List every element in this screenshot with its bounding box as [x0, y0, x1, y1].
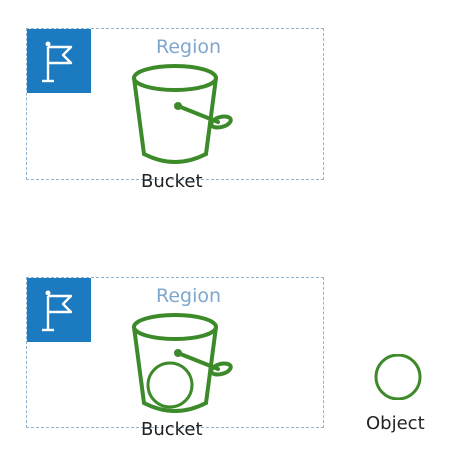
region-boundary-bottom: [26, 277, 324, 428]
bucket-icon: [132, 313, 233, 413]
region-badge-bottom: [27, 278, 91, 342]
bucket-label-top: Bucket: [141, 171, 203, 192]
region-badge-top: [27, 29, 91, 93]
bucket-label-bottom: Bucket: [141, 419, 203, 440]
flag-icon: [42, 290, 73, 332]
flag-icon: [42, 41, 73, 83]
object-label: Object: [366, 413, 425, 434]
object-icon: [374, 354, 422, 400]
bucket-icon: [132, 64, 233, 164]
region-label-bottom: Region: [156, 285, 222, 307]
region-boundary-top: [26, 28, 324, 180]
region-label-top: Region: [156, 36, 222, 58]
object-in-bucket-icon: [146, 361, 194, 409]
